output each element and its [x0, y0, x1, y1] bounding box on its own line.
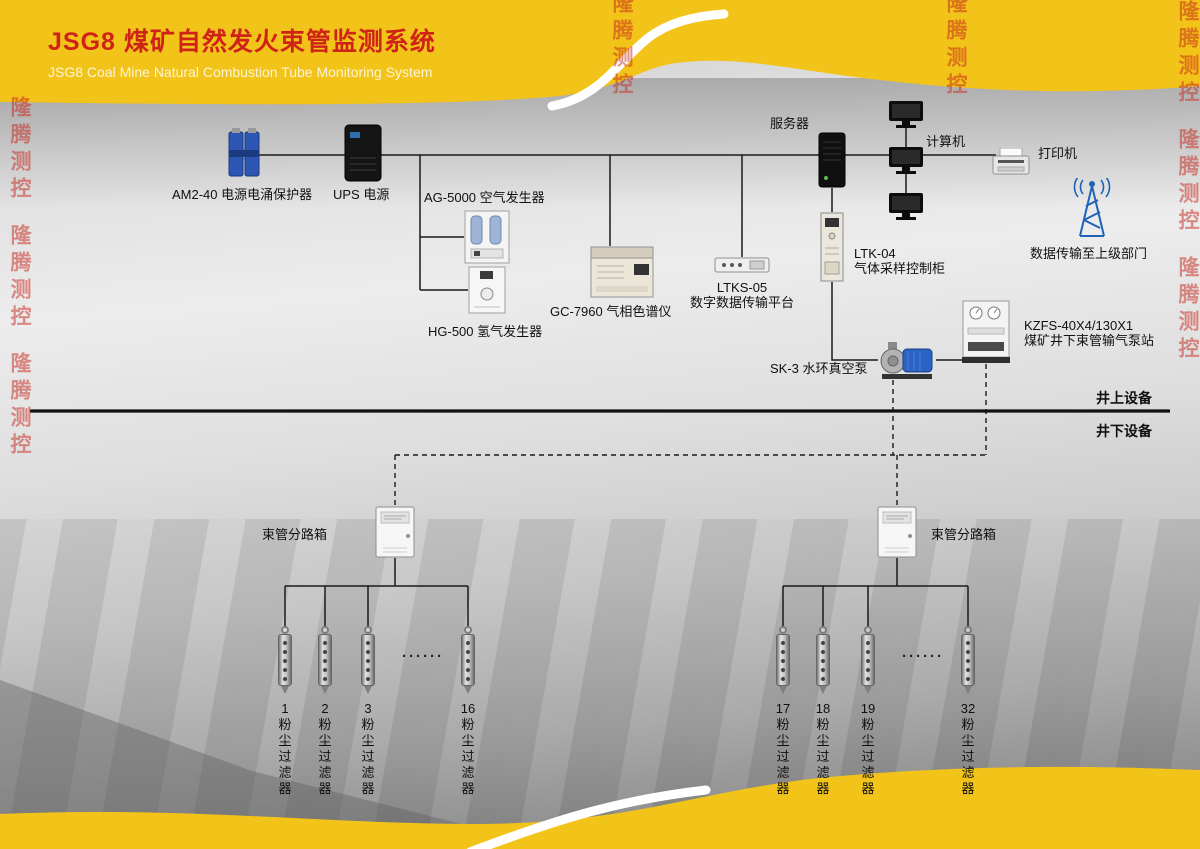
pump-station-device [962, 300, 1010, 369]
filter-number: 2 [321, 701, 329, 716]
filter-label-19: 19 粉尘过滤器 [858, 700, 878, 797]
left-filter-links [284, 558, 469, 628]
filter-number: 32 [960, 701, 976, 716]
filter-name: 粉尘过滤器 [861, 717, 875, 796]
filter-label-18: 18 粉尘过滤器 [813, 700, 833, 797]
dust-filter-device [815, 626, 831, 696]
air-generator-label: AG-5000 空气发生器 [424, 190, 545, 205]
filter-name: 粉尘过滤器 [461, 717, 475, 796]
ltks-name: 数字数据传输平台 [689, 295, 794, 310]
dust-filter-device [860, 626, 876, 696]
dust-filter-device [360, 626, 376, 696]
ltks-label: LTKS-05 数字数据传输平台 [684, 280, 800, 310]
filter-name: 粉尘过滤器 [776, 717, 790, 796]
branch-box-label-left: 束管分路箱 [262, 527, 328, 542]
filter-name: 粉尘过滤器 [961, 717, 975, 796]
generator-links [419, 155, 468, 291]
dust-filter-device [775, 626, 791, 696]
filter-number: 18 [815, 701, 831, 716]
dust-filter-device [277, 626, 293, 696]
server-label: 服务器 [770, 116, 810, 131]
ltk-cabinet-device [820, 212, 844, 287]
filter-label-17: 17 粉尘过滤器 [773, 700, 793, 797]
dust-filter-device [960, 626, 976, 696]
computer-label: 计算机 [926, 134, 966, 149]
filter-name: 粉尘过滤器 [816, 717, 830, 796]
uplink-label: 数据传输至上级部门 [1030, 246, 1148, 261]
dust-filter-device [317, 626, 333, 696]
hydrogen-generator-label: HG-500 氢气发生器 [428, 324, 543, 339]
ltk-model: LTK-04 [854, 246, 896, 261]
page-title: JSG8 煤矿自然发火束管监测系统 [48, 28, 436, 56]
surface-equipment-label: 井上设备 [1096, 390, 1152, 406]
air-generator-device [464, 210, 510, 269]
page-subtitle: JSG8 Coal Mine Natural Combustion Tube M… [48, 64, 433, 80]
filter-number: 1 [281, 701, 289, 716]
ellipsis-right: ······ [902, 648, 944, 665]
surge-protector-device [228, 128, 260, 185]
surge-protector-label: AM2-40 电源电涌保护器 [172, 187, 313, 202]
ups-device [344, 124, 382, 187]
filter-label-16: 16 粉尘过滤器 [458, 700, 478, 797]
filter-name: 粉尘过滤器 [361, 717, 375, 796]
computer-monitor [888, 100, 924, 133]
pump-station-label: KZFS-40X4/130X1 煤矿井下束管输气泵站 [1024, 318, 1154, 348]
dust-filter-device [460, 626, 476, 696]
chromatograph-label: GC-7960 气相色谱仪 [550, 304, 672, 319]
ellipsis-left: ······ [402, 648, 444, 665]
computer-monitor [888, 192, 924, 225]
filter-label-1: 1 粉尘过滤器 [275, 700, 295, 797]
branch-box-device [877, 506, 917, 563]
ltks-model: LTKS-05 [716, 280, 768, 295]
pump-station-model: KZFS-40X4/130X1 [1024, 318, 1134, 333]
underground-trunk [394, 454, 986, 506]
ltk-name: 气体采样控制柜 [854, 261, 946, 276]
filter-number: 19 [860, 701, 876, 716]
filter-number: 16 [460, 701, 476, 716]
server-device [818, 132, 846, 193]
underground-equipment-label: 井下设备 [1096, 423, 1152, 439]
hydrogen-generator-device [468, 266, 506, 319]
computer-monitor [888, 146, 924, 179]
ltk-label: LTK-04 气体采样控制柜 [854, 246, 945, 276]
printer-label: 打印机 [1038, 146, 1078, 161]
right-filter-links [782, 558, 969, 628]
antenna-tower-icon [1070, 176, 1114, 245]
ltks-device [714, 257, 770, 278]
chromatograph-device [590, 246, 654, 303]
ltk-pump-link [831, 282, 878, 361]
pump-station-name: 煤矿井下束管输气泵站 [1024, 333, 1155, 348]
filter-name: 粉尘过滤器 [318, 717, 332, 796]
filter-label-32: 32 粉尘过滤器 [958, 700, 978, 797]
branch-box-device [375, 506, 415, 563]
printer-device [992, 147, 1030, 183]
branch-box-label-right: 束管分路箱 [931, 527, 997, 542]
filter-number: 3 [364, 701, 372, 716]
vacuum-pump-device [878, 342, 936, 385]
filter-name: 粉尘过滤器 [278, 717, 292, 796]
filter-label-2: 2 粉尘过滤器 [315, 700, 335, 797]
filter-label-3: 3 粉尘过滤器 [358, 700, 378, 797]
vacuum-pump-label: SK-3 水环真空泵 [770, 361, 868, 376]
ups-label: UPS 电源 [333, 187, 390, 202]
filter-number: 17 [775, 701, 791, 716]
